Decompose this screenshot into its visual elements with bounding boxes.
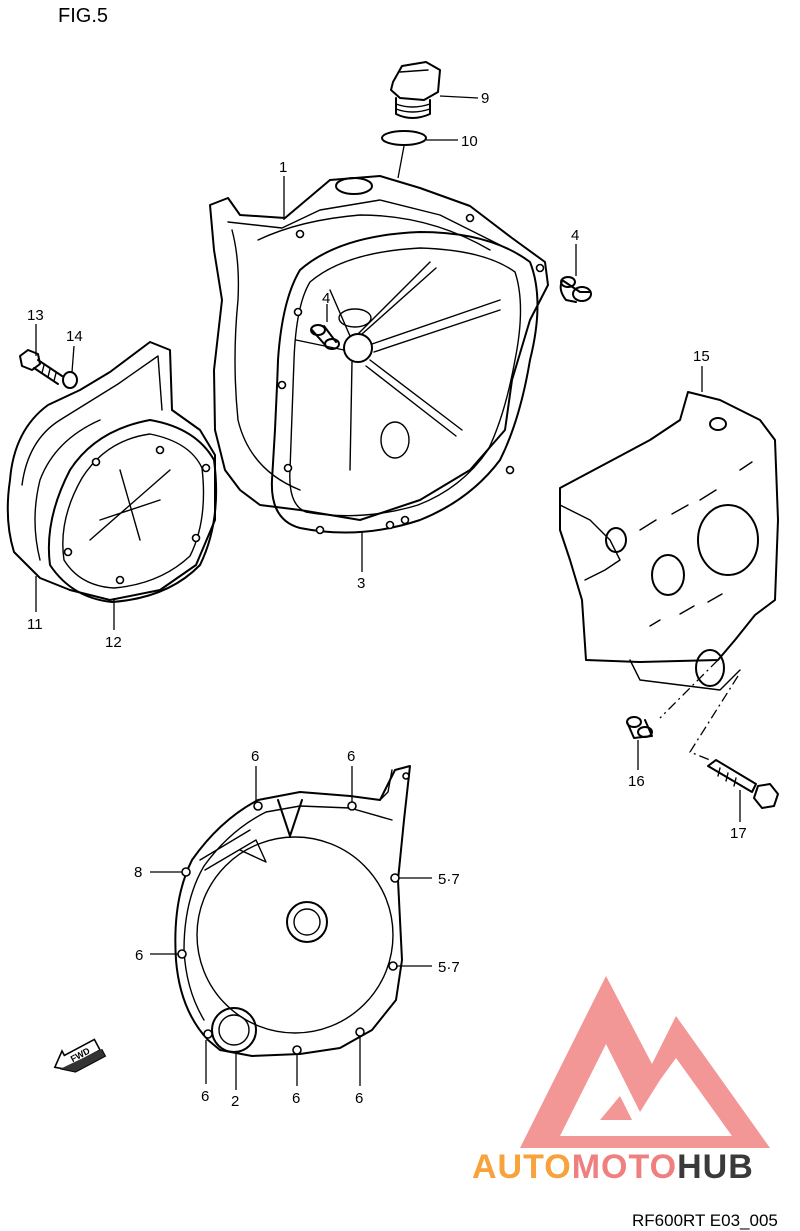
callout-4-right: 4 bbox=[571, 227, 579, 244]
part-11-cover bbox=[6, 341, 216, 601]
cover-inner-ribs bbox=[295, 261, 501, 471]
part-3-cover-gasket bbox=[270, 213, 545, 535]
watermark-moto: MOTO bbox=[572, 1148, 677, 1186]
callout-15: 15 bbox=[693, 348, 710, 365]
watermark-auto: AUTO bbox=[472, 1148, 572, 1186]
callout-5-7-lower: 5·7 bbox=[438, 959, 460, 976]
figure-title: FIG.5 bbox=[58, 5, 108, 27]
callout-1: 1 bbox=[279, 159, 287, 176]
callout-9: 9 bbox=[481, 90, 489, 107]
callout-13: 13 bbox=[27, 307, 44, 324]
callout-5-7-upper: 5·7 bbox=[438, 871, 460, 888]
callout-6-top-right: 6 bbox=[347, 748, 355, 765]
callout-10: 10 bbox=[461, 133, 478, 150]
part-1-clutch-cover bbox=[209, 175, 549, 521]
part-15-guard-plate bbox=[559, 391, 779, 691]
part-9-filler-cap bbox=[390, 61, 441, 119]
part-4-dowel-pin bbox=[559, 276, 592, 303]
callout-12: 12 bbox=[105, 634, 122, 651]
callout-4-inner: 4 bbox=[322, 290, 330, 307]
automotohub-logo-icon bbox=[520, 976, 770, 1148]
callout-16: 16 bbox=[628, 773, 645, 790]
fwd-arrow-icon: FWD bbox=[53, 1038, 107, 1073]
callout-6-bottom-left: 6 bbox=[201, 1088, 209, 1105]
callout-8: 8 bbox=[134, 864, 142, 881]
part-14-washer bbox=[62, 371, 78, 389]
part-16-collar bbox=[626, 716, 653, 739]
watermark-brand: AUTOMOTOHUB bbox=[472, 1148, 754, 1186]
part-13-bolt bbox=[19, 349, 63, 385]
figure-code: RF600RT E03_005 bbox=[632, 1211, 778, 1230]
callout-2: 2 bbox=[231, 1093, 239, 1110]
callout-11: 11 bbox=[27, 616, 43, 633]
part-bottom-magneto-cover bbox=[174, 765, 411, 1057]
leader-lines bbox=[35, 95, 741, 1090]
install-line bbox=[659, 659, 739, 761]
part-12-gasket bbox=[47, 419, 218, 603]
callout-6-bottom-right: 6 bbox=[355, 1090, 363, 1107]
part-17-bolt bbox=[707, 759, 779, 809]
watermark-hub: HUB bbox=[677, 1148, 754, 1186]
callout-3: 3 bbox=[357, 575, 365, 592]
callout-labels: 1 9 10 4 4 13 14 3 11 12 15 16 17 6 6 8 … bbox=[27, 90, 747, 1110]
callout-14: 14 bbox=[66, 328, 83, 345]
part-10-o-ring bbox=[381, 130, 427, 146]
callout-6-left: 6 bbox=[135, 947, 143, 964]
callout-6-top-left: 6 bbox=[251, 748, 259, 765]
callout-6-bottom-mid: 6 bbox=[292, 1090, 300, 1107]
callout-17: 17 bbox=[730, 825, 747, 842]
part-4-inner-dowel bbox=[310, 324, 340, 350]
